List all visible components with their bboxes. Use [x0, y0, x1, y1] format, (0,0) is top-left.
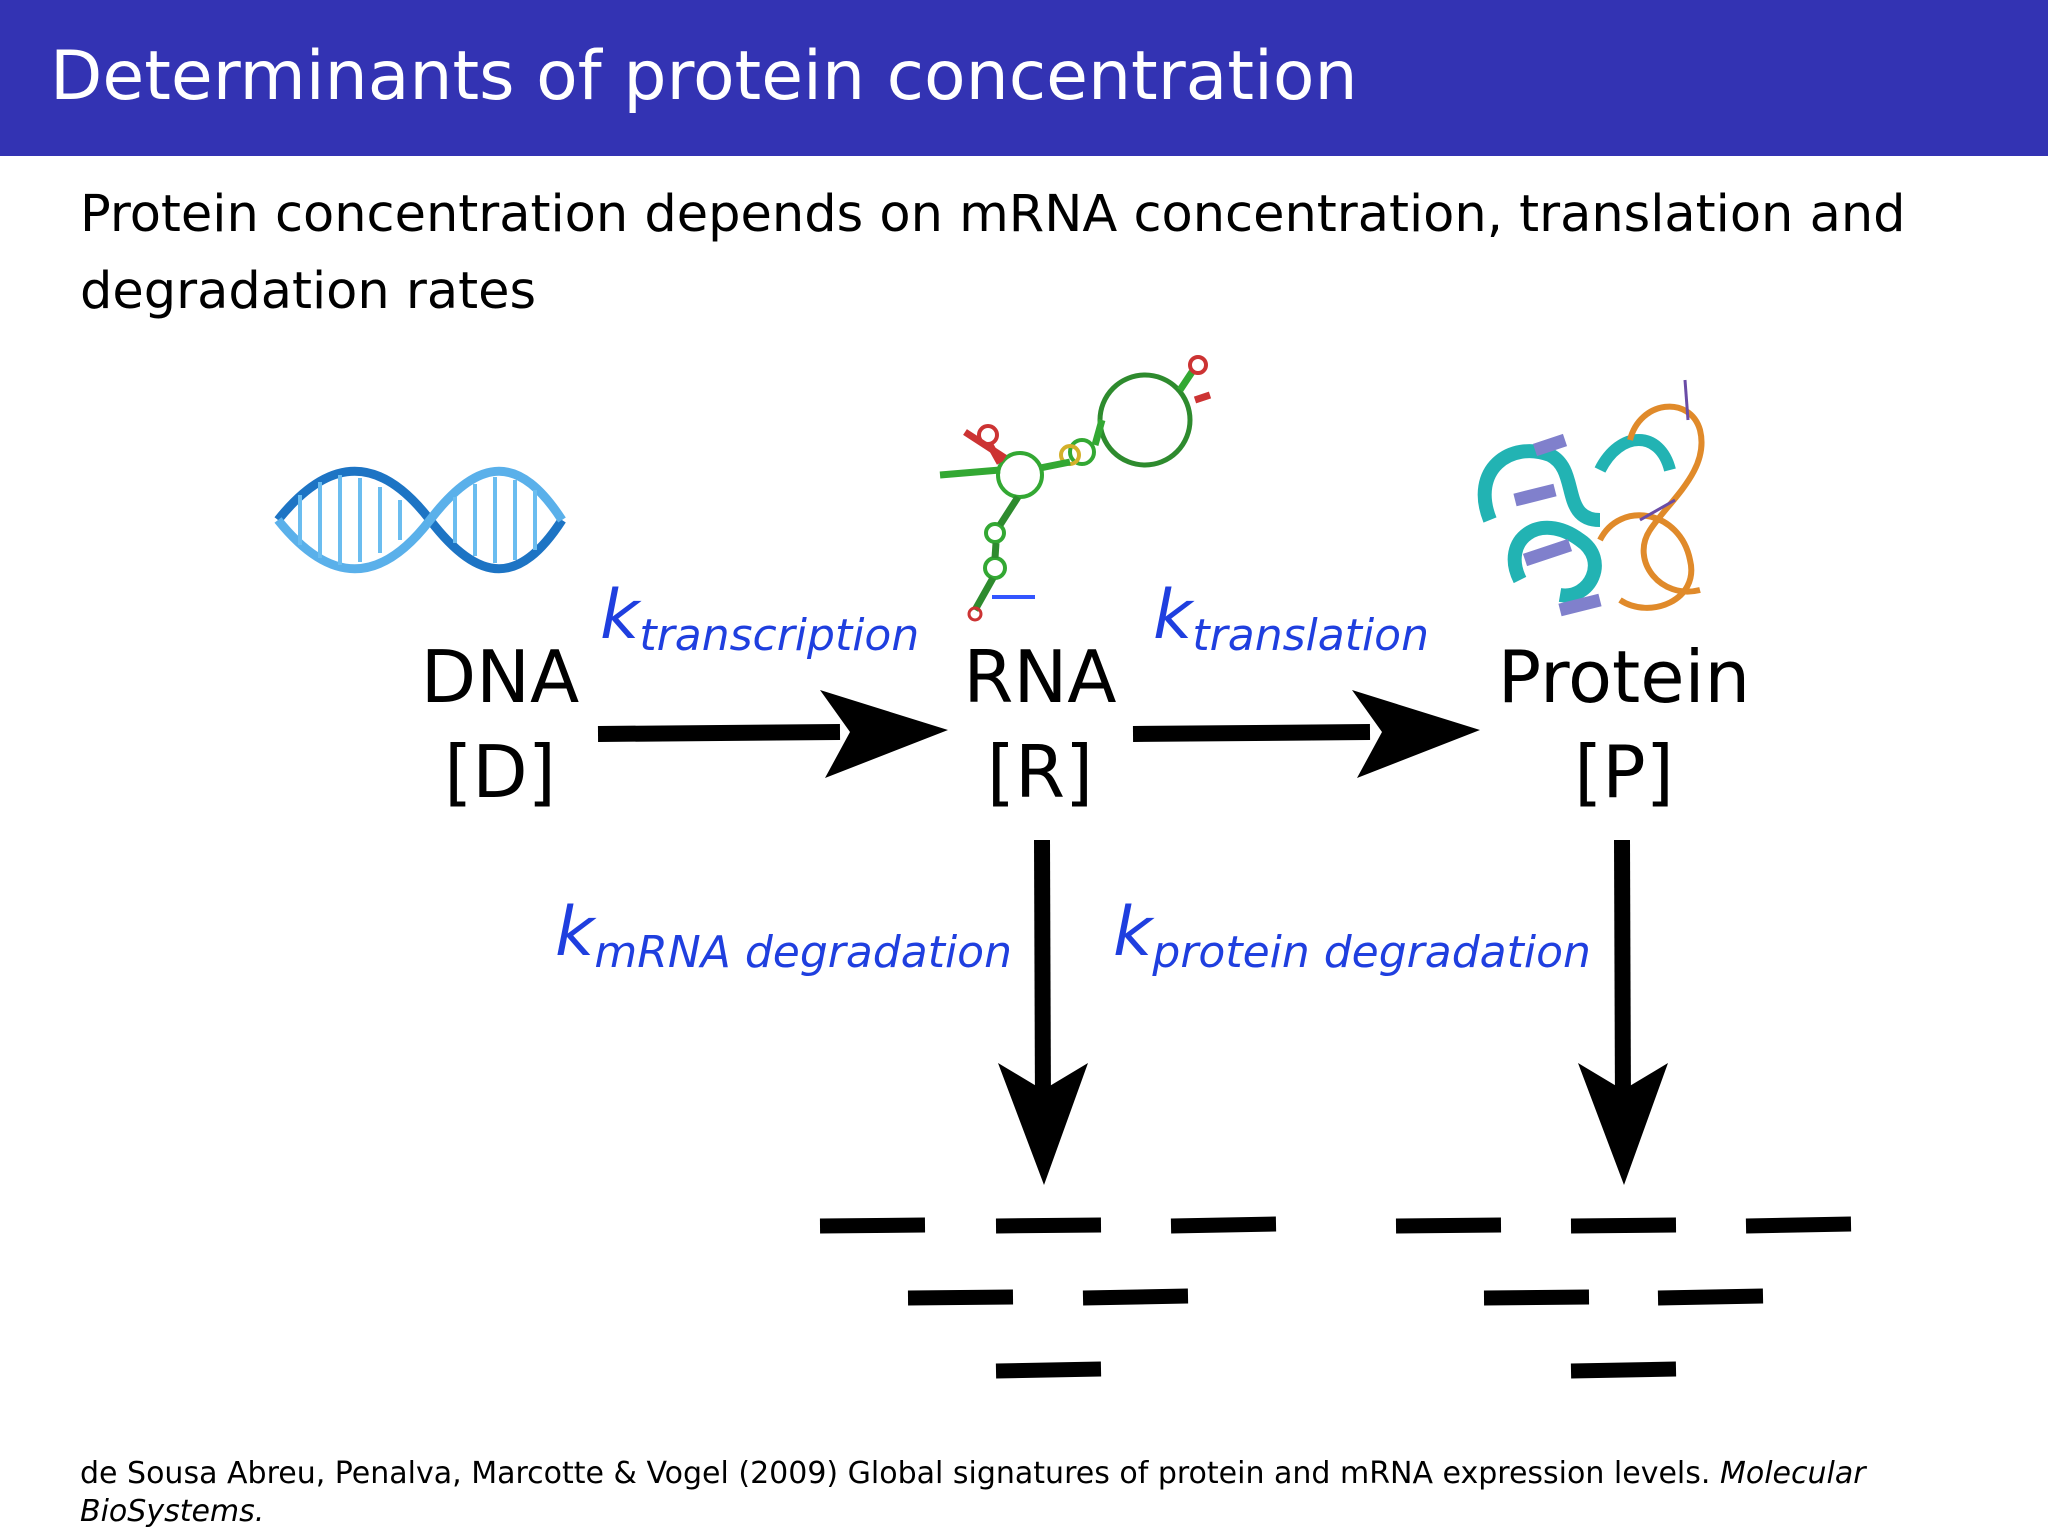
slide-title: Determinants of protein concentration	[50, 37, 1358, 116]
rate-translation: ktranslation	[1153, 576, 1429, 661]
central-dogma-diagram: ktranscription ktranslation kmRNA degrad…	[274, 355, 1852, 1379]
intro-text: Protein concentration depends on mRNA co…	[80, 185, 1906, 321]
fragment	[1745, 1216, 1852, 1234]
dna-helix-image	[274, 466, 566, 574]
fragment	[995, 1361, 1102, 1379]
node-rna-name: RNA	[963, 635, 1116, 719]
fragment	[819, 1217, 926, 1234]
fragment	[907, 1289, 1014, 1306]
fragment	[1570, 1217, 1677, 1234]
arrow-rna-degradation	[998, 839, 1088, 1185]
citation: de Sousa Abreu, Penalva, Marcotte & Voge…	[80, 1455, 1980, 1531]
rate-protein-degradation: kprotein degradation	[1113, 893, 1591, 978]
fragment	[995, 1217, 1102, 1234]
fragment	[1483, 1289, 1590, 1306]
node-dna-symbol: [D]	[444, 730, 556, 814]
arrow-protein-degradation	[1578, 839, 1668, 1185]
rna-structure-image	[939, 355, 1212, 622]
protein-structure-image	[1477, 379, 1705, 617]
fragment	[1395, 1217, 1502, 1234]
rate-transcription: ktranscription	[600, 576, 919, 661]
node-protein-symbol: [P]	[1574, 730, 1674, 814]
rna-degradation-fragments	[819, 1216, 1277, 1379]
arrow-dna-to-rna	[597, 690, 948, 778]
arrow-rna-to-protein	[1132, 690, 1480, 778]
rate-mrna-degradation: kmRNA degradation	[555, 893, 1012, 978]
fragment	[1657, 1288, 1764, 1306]
protein-degradation-fragments	[1395, 1216, 1852, 1379]
fragment	[1570, 1361, 1677, 1379]
node-rna-symbol: [R]	[987, 730, 1093, 814]
citation-text: de Sousa Abreu, Penalva, Marcotte & Voge…	[80, 1456, 1711, 1491]
fragment	[1082, 1288, 1189, 1306]
fragment	[1170, 1216, 1277, 1234]
citation-journal: Molecular BioSystems.	[80, 1456, 1866, 1529]
node-protein-name: Protein	[1498, 635, 1750, 719]
node-dna-name: DNA	[421, 635, 580, 719]
title-bar: Determinants of protein concentration	[0, 0, 2048, 156]
